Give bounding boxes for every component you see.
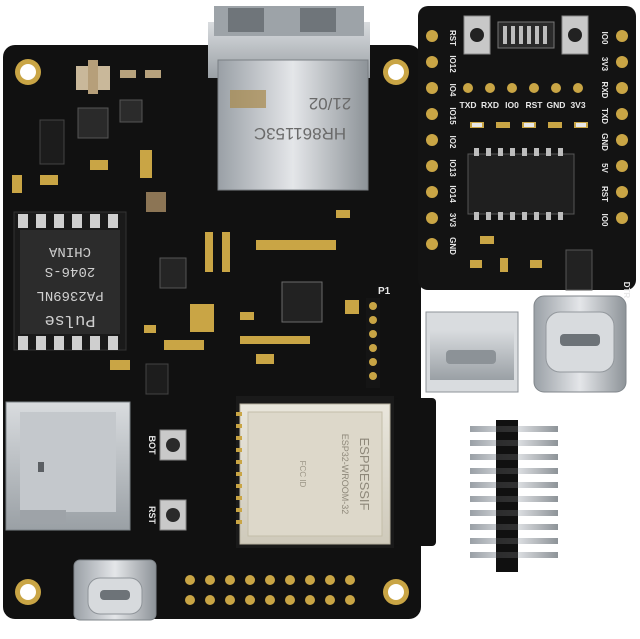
top-pin-label: IO0: [505, 100, 519, 110]
left-pin-label: IO4: [448, 84, 457, 97]
header-p1: P1: [366, 286, 391, 388]
transformer-line-3: CHINA: [48, 243, 91, 259]
left-pin-label: GND: [448, 237, 457, 255]
boot-button[interactable]: [159, 429, 187, 461]
prog-top-pins: [463, 83, 583, 93]
left-pin-label: IO2: [448, 136, 457, 149]
prog-boot-button[interactable]: [561, 15, 589, 55]
transformer-line-1: PA2369NL: [36, 287, 103, 303]
module-model: ESP32-WROOM-32: [340, 434, 350, 515]
prog-right-pins: [616, 30, 628, 224]
jack-part: HR861153C: [254, 124, 346, 143]
left-pin-label: IO15: [448, 107, 457, 125]
module-fcc: FCC ID: [298, 461, 307, 488]
micro-usb-port: [425, 311, 519, 393]
left-pin-label: IO13: [448, 159, 457, 177]
top-pin-label: GND: [547, 100, 566, 110]
pulse-transformer: PA2369NL 2046-S CHINA Pulse: [13, 211, 127, 351]
usb-c-port-programmer: [533, 295, 627, 393]
phy-chip: [281, 281, 323, 323]
jack-date: 21/02: [309, 94, 352, 113]
esp32-module: ESPRESSIF ESP32-WROOM-32 FCC ID: [236, 396, 394, 548]
antenna-tab: [394, 398, 436, 546]
left-pin-label: IO14: [448, 185, 457, 203]
sd-card-slot: [5, 401, 131, 531]
top-pin-label: RXD: [481, 100, 499, 110]
usb-c-port-main: [73, 559, 157, 621]
right-pin-label: IO0: [600, 214, 609, 227]
reset-button[interactable]: [159, 499, 187, 531]
transformer-brand: Pulse: [44, 310, 95, 329]
left-pin-label: 3V3: [448, 213, 457, 228]
bottom-header: [185, 575, 355, 605]
top-pin-label: RST: [526, 100, 544, 110]
right-pin-label: RXD: [600, 82, 609, 99]
left-pin-label: RST: [448, 30, 457, 46]
right-pin-label: TXD: [600, 108, 609, 124]
reset-button-label: RST: [147, 506, 157, 525]
header-p1-label: P1: [378, 286, 391, 297]
right-pin-label: 3V3: [600, 57, 609, 72]
right-pin-label: 5V: [600, 163, 609, 173]
top-pin-label: TXD: [460, 100, 477, 110]
prog-reset-button[interactable]: [463, 15, 491, 55]
right-pin-label: IO0: [600, 32, 609, 45]
prog-top-labels: TXD RXD IO0 RST GND 3V3: [460, 100, 586, 110]
transformer-line-2: 2046-S: [45, 263, 95, 279]
top-pin-label: 3V3: [570, 100, 585, 110]
prog-left-labels: RST IO12 IO4 IO15 IO2 IO13 IO14 3V3 GND: [448, 30, 457, 255]
main-board: 21/02 HR861153C P: [3, 6, 436, 621]
uart-chip: [467, 153, 575, 215]
pin-header-strip: [470, 420, 558, 572]
prog-right-labels: IO0 3V3 RXD TXD GND 5V RST IO0: [600, 32, 609, 227]
right-pin-label: GND: [600, 133, 609, 151]
left-pin-label: IO12: [448, 55, 457, 73]
right-pin-label: RST: [600, 186, 609, 202]
ethernet-jack: 21/02 HR861153C: [208, 6, 370, 191]
module-brand: ESPRESSIF: [357, 438, 372, 511]
programmer-board: RST IO12 IO4 IO15 IO2 IO13 IO14 3V3 GND …: [418, 6, 636, 393]
prog-left-pins: [426, 30, 438, 250]
dtr-label: DTR: [622, 282, 631, 299]
boot-button-label: BOT: [147, 436, 157, 456]
